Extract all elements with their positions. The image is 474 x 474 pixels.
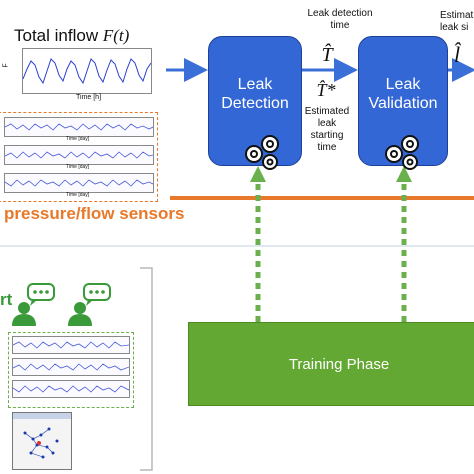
person-icon-2 xyxy=(66,282,112,331)
size-line1: Estimat xyxy=(440,10,474,21)
sensors-label: pressure/flow sensors xyxy=(4,204,185,223)
t-hat-symbol: T̂ xyxy=(321,44,333,66)
detection-gears-icon xyxy=(240,132,288,177)
sensor-series-3 xyxy=(4,179,154,187)
inflow-plot xyxy=(22,48,152,94)
total-inflow-label: Total inflow xyxy=(14,26,99,45)
training-series-1 xyxy=(12,341,130,349)
sensor-plot-1-xlabel: Time [day] xyxy=(66,136,90,142)
leak-detection-label: Leak Detection xyxy=(221,75,289,113)
inflow-xlabel: Time [h] xyxy=(76,94,102,101)
training-plot-1-svg xyxy=(12,341,130,349)
start-line1: Estimated xyxy=(304,106,350,117)
leak-validation-label: Leak Validation xyxy=(368,75,437,113)
dashed-arrow-left-head xyxy=(250,166,266,182)
total-inflow-symbol: F(t) xyxy=(102,26,130,45)
l-hat-symbol: l̂ xyxy=(454,42,461,67)
expert-label-fragment: rt xyxy=(0,290,13,309)
dashed-arrow-right-head xyxy=(396,166,412,182)
leak-detection-block: Leak Detection xyxy=(208,36,302,166)
sensor-plot-3-svg xyxy=(4,179,154,187)
start-line2: leak xyxy=(317,118,337,129)
start-time-caption: Estimated leak starting time xyxy=(302,106,352,154)
training-plot-3-svg xyxy=(12,385,130,393)
detection-time-line1: Leak detection xyxy=(307,8,373,19)
start-line3: starting xyxy=(310,130,344,141)
network-map-thumbnail xyxy=(12,412,72,470)
leak-size-caption: Estimat leak si xyxy=(440,10,473,34)
inflow-series-line xyxy=(22,58,152,85)
sensor-plots-box xyxy=(0,112,158,202)
leak-validation-line1: Leak xyxy=(385,76,421,93)
size-line2: leak si xyxy=(440,22,469,33)
t-hat-star-symbol: T̂* xyxy=(316,80,336,100)
expert-bracket xyxy=(140,267,153,471)
sensor-series-1 xyxy=(4,123,154,131)
leak-validation-line2: Validation xyxy=(368,95,438,112)
leak-detection-line2: Detection xyxy=(221,95,289,112)
person-icon-1 xyxy=(10,282,56,331)
sensor-plot-2-svg xyxy=(4,151,154,159)
training-series-2 xyxy=(12,363,130,371)
total-inflow-title: Total inflow F(t) xyxy=(14,26,129,46)
training-plots-box xyxy=(8,332,134,408)
inflow-plot-svg xyxy=(22,58,152,85)
sensor-plot-1 xyxy=(4,117,154,137)
start-line4: time xyxy=(317,142,337,153)
sensor-plot-3-xlabel: Time [day] xyxy=(66,192,90,198)
validation-gears-icon xyxy=(380,132,428,177)
training-plot-2 xyxy=(12,358,130,376)
training-phase-block: Training Phase xyxy=(188,322,474,406)
sensor-bus-line xyxy=(170,196,474,200)
training-plot-3 xyxy=(12,380,130,398)
network-map-svg xyxy=(13,413,71,459)
training-phase-label: Training Phase xyxy=(288,355,390,373)
sensor-series-2 xyxy=(4,151,154,159)
training-series-3 xyxy=(12,385,130,393)
detection-time-caption: Leak detection time xyxy=(304,8,376,32)
detection-time-line2: time xyxy=(330,20,350,31)
sensor-plot-3 xyxy=(4,173,154,193)
leak-detection-line1: Leak xyxy=(237,76,273,93)
sensor-plot-1-svg xyxy=(4,123,154,131)
sensor-plot-2-xlabel: Time [day] xyxy=(66,164,90,170)
training-plot-2-svg xyxy=(12,363,130,371)
training-plot-1 xyxy=(12,336,130,354)
sensor-plot-2 xyxy=(4,145,154,165)
